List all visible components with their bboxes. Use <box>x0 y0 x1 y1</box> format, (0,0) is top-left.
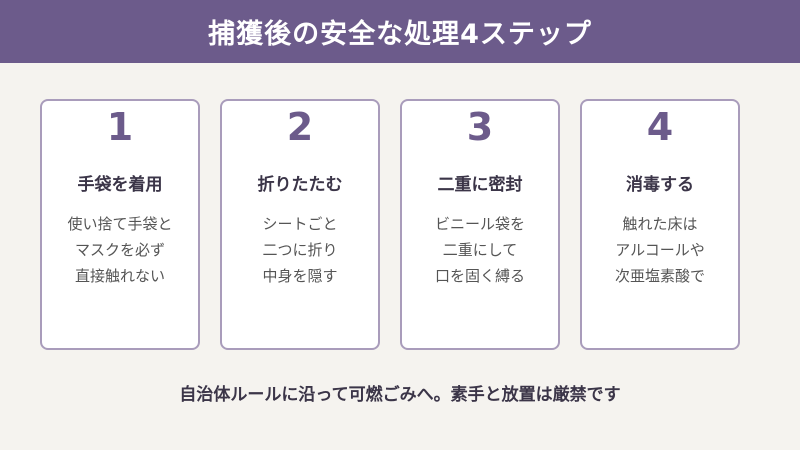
step-title: 折りたたむ <box>257 175 343 195</box>
step-description-line: 使い捨て手袋と <box>67 215 173 233</box>
step-description-line: 触れた床は <box>622 215 698 233</box>
step-description-line: シートごと <box>262 215 338 233</box>
step-description: 使い捨て手袋と マスクを必ず 直接触れない <box>42 211 198 289</box>
step-description: 触れた床は アルコールや 次亜塩素酸で <box>582 211 738 289</box>
step-card-2: 2 折りたたむ シートごと 二つに折り 中身を隠す <box>220 99 380 350</box>
footer-note: 自治体ルールに沿って可燃ごみへ。素手と放置は厳禁です <box>179 385 621 405</box>
header-banner: 捕獲後の安全な処理4ステップ <box>0 0 800 63</box>
step-card-1: 1 手袋を着用 使い捨て手袋と マスクを必ず 直接触れない <box>40 99 200 350</box>
step-description-line: 直接触れない <box>74 267 165 285</box>
step-cards: 1 手袋を着用 使い捨て手袋と マスクを必ず 直接触れない 2 折りたたむ シー… <box>40 99 740 350</box>
step-description-line: 中身を隠す <box>262 267 338 285</box>
page-title: 捕獲後の安全な処理4ステップ <box>208 19 592 50</box>
step-description-line: アルコールや <box>615 241 705 259</box>
step-number: 2 <box>286 105 314 149</box>
step-description-line: 二重にして <box>442 241 518 259</box>
step-description-line: ビニール袋を <box>434 215 525 233</box>
step-title: 手袋を着用 <box>77 175 163 195</box>
step-title: 二重に密封 <box>437 175 523 195</box>
step-description: ビニール袋を 二重にして 口を固く縛る <box>402 211 558 289</box>
step-number: 1 <box>106 105 134 149</box>
step-number: 4 <box>646 105 674 149</box>
step-description: シートごと 二つに折り 中身を隠す <box>222 211 378 289</box>
step-number: 3 <box>466 105 494 149</box>
step-card-3: 3 二重に密封 ビニール袋を 二重にして 口を固く縛る <box>400 99 560 350</box>
step-card-4: 4 消毒する 触れた床は アルコールや 次亜塩素酸で <box>580 99 740 350</box>
step-title: 消毒する <box>626 175 694 195</box>
step-description-line: マスクを必ず <box>74 241 165 259</box>
step-description-line: 口を固く縛る <box>434 267 525 285</box>
step-description-line: 二つに折り <box>262 241 338 259</box>
step-description-line: 次亜塩素酸で <box>614 267 705 285</box>
